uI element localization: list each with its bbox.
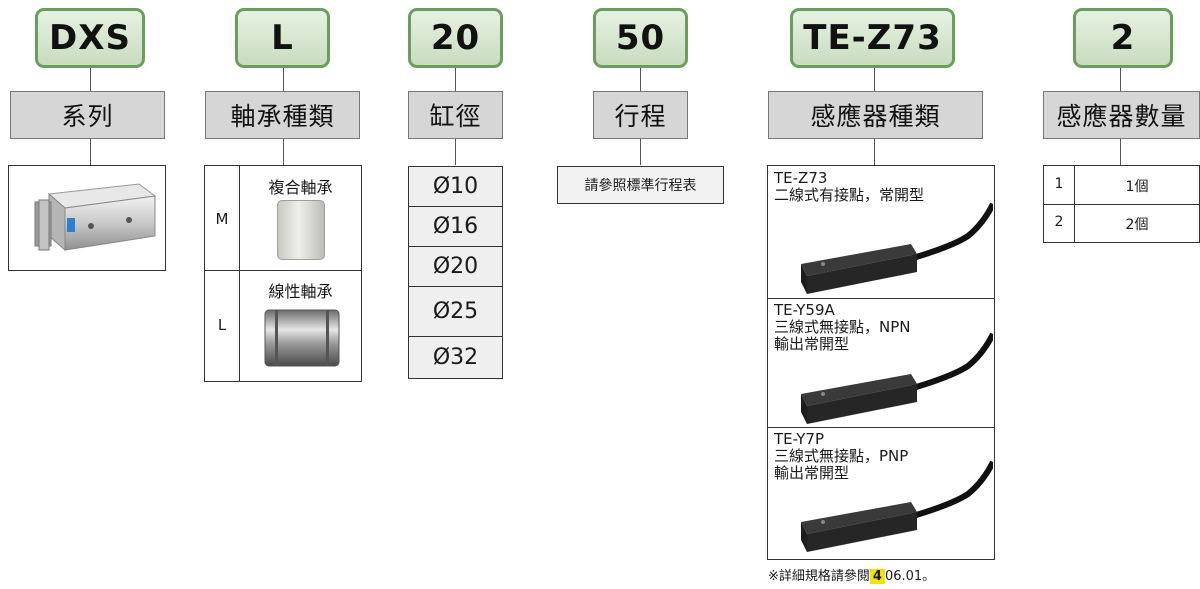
product-image-box xyxy=(8,165,166,271)
connector-line xyxy=(1120,139,1121,165)
code-badge-stroke: 50 xyxy=(593,8,688,68)
sensor-table: TE-Z73 二線式有接點，常開型 TE-Y59A 三線式無接點，NPN 輸出常… xyxy=(767,165,995,560)
quantity-table: 1 1個 2 2個 xyxy=(1043,165,1200,243)
composite-bearing-image xyxy=(277,200,325,260)
code-badge-bearing: L xyxy=(235,8,330,68)
connector-line xyxy=(640,139,641,165)
linear-bearing-image xyxy=(264,309,340,367)
connector-line xyxy=(90,139,91,165)
bore-option: Ø10 xyxy=(408,166,503,207)
bearing-name-m: 複合軸承 xyxy=(268,178,333,197)
label-quantity: 感應器數量 xyxy=(1043,91,1200,139)
footnote-section-key: 4 xyxy=(869,569,885,584)
bearing-table: M 複合軸承 L 線性軸承 xyxy=(204,165,362,382)
label-stroke: 行程 xyxy=(593,91,688,139)
sensor-description: 三線式無接點，PNP 輸出常開型 xyxy=(774,447,909,482)
quantity-label: 2個 xyxy=(1125,217,1149,233)
bearing-name-l: 線性軸承 xyxy=(268,282,333,301)
quantity-code: 2 xyxy=(1054,214,1064,230)
bearing-row-divider xyxy=(205,270,361,271)
footnote-text: ※詳細規格請參閱 xyxy=(768,569,870,584)
label-bearing: 軸承種類 xyxy=(205,91,360,139)
sensor-description: 二線式有接點，常開型 xyxy=(774,186,925,204)
code-badge-quantity: 2 xyxy=(1073,8,1173,68)
bearing-code-l: L xyxy=(217,316,227,334)
bore-option: Ø16 xyxy=(408,206,503,247)
sensor-image xyxy=(801,460,993,552)
sensor-row-divider xyxy=(768,427,994,428)
bearing-code-divider xyxy=(239,166,240,381)
quantity-row-divider xyxy=(1044,204,1199,205)
bore-option: Ø32 xyxy=(408,336,503,379)
quantity-code: 1 xyxy=(1054,176,1064,192)
connector-line xyxy=(1120,68,1121,92)
sensor-description: 三線式無接點，NPN 輸出常開型 xyxy=(774,318,911,353)
bearing-code-m: M xyxy=(215,210,229,228)
connector-line xyxy=(90,68,91,92)
sensor-row-divider xyxy=(768,298,994,299)
label-sensor: 感應器種類 xyxy=(768,91,983,139)
label-series: 系列 xyxy=(10,91,165,139)
code-badge-series: DXS xyxy=(35,8,145,68)
stroke-note: 請參照標準行程表 xyxy=(557,166,724,204)
connector-line xyxy=(283,68,284,92)
connector-line xyxy=(455,139,456,165)
footnote-page: 06.01。 xyxy=(884,569,936,584)
code-badge-sensor: TE-Z73 xyxy=(790,8,955,68)
sensor-model: TE-Z73 xyxy=(774,169,828,187)
sensor-image xyxy=(801,332,993,424)
sensor-image xyxy=(801,202,993,294)
bore-option: Ø25 xyxy=(408,286,503,337)
sensor-model: TE-Y59A xyxy=(774,301,835,319)
connector-line xyxy=(640,68,641,92)
sensor-model: TE-Y7P xyxy=(774,430,825,448)
code-badge-bore: 20 xyxy=(408,8,503,68)
connector-line xyxy=(874,139,875,165)
connector-line xyxy=(283,139,284,165)
label-bore: 缸徑 xyxy=(408,91,503,139)
connector-line xyxy=(455,68,456,92)
bore-option: Ø20 xyxy=(408,246,503,287)
quantity-label: 1個 xyxy=(1125,179,1149,195)
connector-line xyxy=(874,68,875,92)
cylinder-product-image xyxy=(34,183,157,252)
